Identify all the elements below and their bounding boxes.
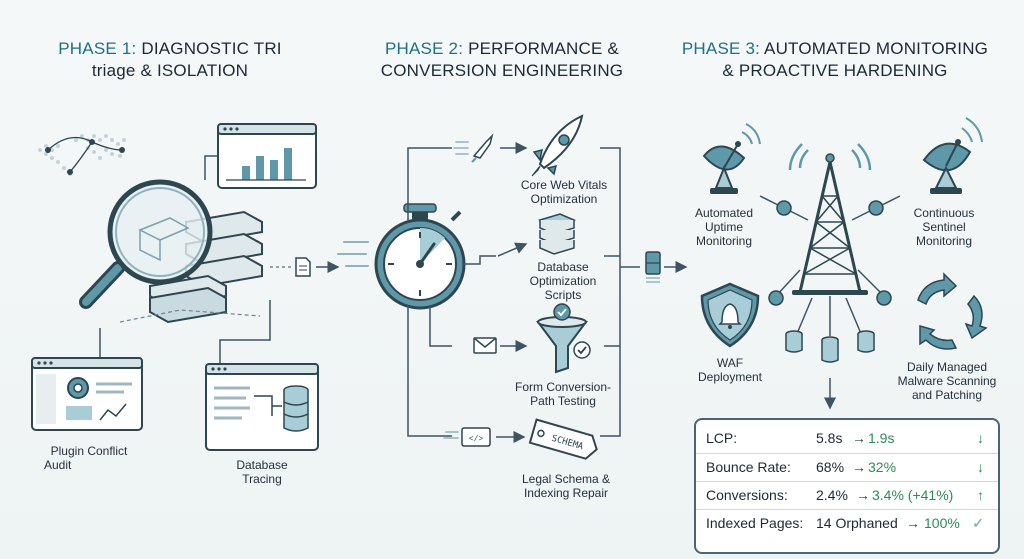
phase-3-title-line2: & PROACTIVE HARDENING: [722, 61, 948, 80]
plugin-conflict-audit-label: Plugin Conflict Audit: [26, 444, 152, 472]
connector-node: [868, 200, 884, 216]
metric-arrow: →: [852, 459, 866, 475]
bar-chart-window-icon: [217, 123, 317, 189]
malware-line1: Daily Managed: [906, 360, 988, 374]
malware-line3: and Patching: [911, 388, 983, 402]
magnifier-icon: [79, 179, 213, 309]
envelope-icon: [473, 337, 497, 354]
metric-row-lcp: LCP: 5.8s → 1.9s ↓: [696, 425, 998, 452]
db-scripts-line2: Optimization: [529, 274, 597, 288]
uptime-line3: Monitoring: [695, 234, 753, 248]
connector-node: [776, 200, 792, 216]
network-connectors: [759, 195, 901, 337]
phase-3-title-line1: AUTOMATED MONITORING: [764, 39, 989, 58]
schema-line1: Legal Schema &: [521, 472, 611, 486]
form-conversion-label: Form Conversion- Path Testing: [500, 380, 626, 408]
db-tracing-line2: Tracing: [242, 472, 282, 486]
metric-before: 14 Orphaned: [816, 515, 898, 531]
radio-tower-icon: [788, 143, 872, 295]
connector-node: [876, 290, 892, 306]
uptime-line2: Uptime: [704, 220, 743, 234]
sentinel-line1: Continuous: [913, 206, 975, 220]
metric-after: 100%: [924, 515, 960, 531]
metric-arrow: →: [852, 430, 866, 446]
metric-label: LCP:: [706, 430, 738, 446]
metric-arrow: →: [856, 487, 870, 503]
stopwatch-icon: [374, 203, 466, 310]
form-testing-line1: Form Conversion-: [514, 380, 612, 394]
form-testing-line2: Path Testing: [530, 394, 596, 408]
phase-1-title-line2: triage & ISOLATION: [91, 61, 249, 80]
phase-2-title-line2: CONVERSION ENGINEERING: [380, 61, 624, 80]
schema-tag-icon: SCHEMA: [528, 418, 598, 460]
sentinel-line3: Monitoring: [915, 234, 973, 248]
phase-2-title: PHASE 2: PERFORMANCE & CONVERSION ENGINE…: [362, 38, 642, 82]
metric-trend-down-icon: ↓: [977, 459, 984, 475]
uptime-line1: Automated: [694, 206, 754, 220]
metric-arrow: →: [906, 515, 920, 531]
db-scripts-line1: Database: [537, 260, 589, 274]
doc-transfer-icon: [270, 257, 340, 277]
waf-line2: Deployment: [697, 370, 763, 384]
metric-label: Indexed Pages:: [706, 515, 804, 531]
malware-line2: Malware Scanning: [897, 374, 997, 388]
database-icon: [537, 213, 577, 255]
phase-3-number: PHASE 3:: [681, 39, 761, 58]
metric-after: 1.9s: [868, 430, 895, 446]
rocket-small-icon: [471, 133, 494, 163]
shield-bell-icon: [700, 282, 760, 348]
metric-after: 32%: [868, 459, 897, 475]
data-block-icon: [645, 251, 661, 283]
metric-trend-up-icon: ↑: [977, 487, 984, 503]
metric-row-bounce-rate: Bounce Rate: 68% → 32% ↓: [696, 453, 998, 481]
metric-check-icon: ✓: [972, 515, 984, 531]
metric-before: 2.4%: [816, 487, 848, 503]
code-doc-icon: </>: [461, 427, 491, 447]
uptime-monitoring-label: Automated Uptime Monitoring: [680, 206, 768, 248]
funnel-icon: [536, 303, 591, 374]
malware-scanning-label: Daily Managed Malware Scanning and Patch…: [886, 360, 1008, 402]
database-tracing-label: Database Tracing: [214, 458, 310, 486]
gear-window-icon: [31, 357, 143, 431]
waf-deployment-label: WAF Deployment: [690, 356, 770, 384]
code-icon-label: </>: [469, 435, 484, 444]
connector-node: [768, 290, 784, 306]
plugin-audit-line1: Plugin Conflict: [50, 444, 128, 458]
db-tracing-line1: Database: [236, 458, 288, 472]
sentinel-line2: Sentinel: [922, 220, 966, 234]
metric-row-indexed-pages: Indexed Pages: 14 Orphaned → 100% ✓: [696, 509, 998, 537]
metric-before: 68%: [816, 459, 845, 475]
database-window-icon: [205, 363, 319, 451]
phase-2-number: PHASE 2:: [385, 39, 464, 58]
phase-1-title-line1: DIAGNOSTIC TRI: [141, 39, 282, 58]
metric-trend-down-icon: ↓: [977, 430, 984, 446]
metric-label: Bounce Rate:: [706, 459, 791, 475]
metric-row-conversions: Conversions: 2.4% → 3.4% (+41%) ↑: [696, 481, 998, 509]
phase-1-number: PHASE 1:: [58, 39, 137, 58]
sentinel-monitoring-label: Continuous Sentinel Monitoring: [898, 206, 990, 248]
satellite-dish-right-icon: [922, 117, 983, 194]
metric-before: 5.8s: [816, 430, 843, 446]
schema-line2: Indexing Repair: [523, 486, 609, 500]
waf-line1: WAF: [716, 356, 744, 370]
metric-after: 3.4% (+41%): [872, 487, 954, 503]
satellite-dish-left-icon: [702, 123, 761, 194]
core-web-vitals-label: Core Web Vitals Optimization: [504, 178, 624, 206]
plugin-audit-line2: Audit: [44, 458, 72, 472]
rocket-icon: [531, 114, 584, 177]
phase-1-title: PHASE 1: DIAGNOSTIC TRI triage & ISOLATI…: [40, 38, 300, 82]
phase-2-title-line1: PERFORMANCE &: [468, 39, 619, 58]
metrics-card: LCP: 5.8s → 1.9s ↓ Bounce Rate: 68% → 32…: [694, 418, 1000, 554]
metric-label: Conversions:: [706, 487, 788, 503]
db-scripts-line3: Scripts: [544, 288, 582, 302]
database-optimization-label: Database Optimization Scripts: [508, 260, 618, 302]
phase-3-title: PHASE 3: AUTOMATED MONITORING & PROACTIV…: [670, 38, 1000, 82]
refresh-cycle-icon: [917, 272, 988, 350]
legal-schema-label: Legal Schema & Indexing Repair: [508, 472, 624, 500]
database-cluster-icon: [785, 330, 875, 363]
world-map-icon: [38, 134, 126, 176]
cwv-line2: Optimization: [530, 192, 598, 206]
cwv-line1: Core Web Vitals: [520, 178, 608, 192]
